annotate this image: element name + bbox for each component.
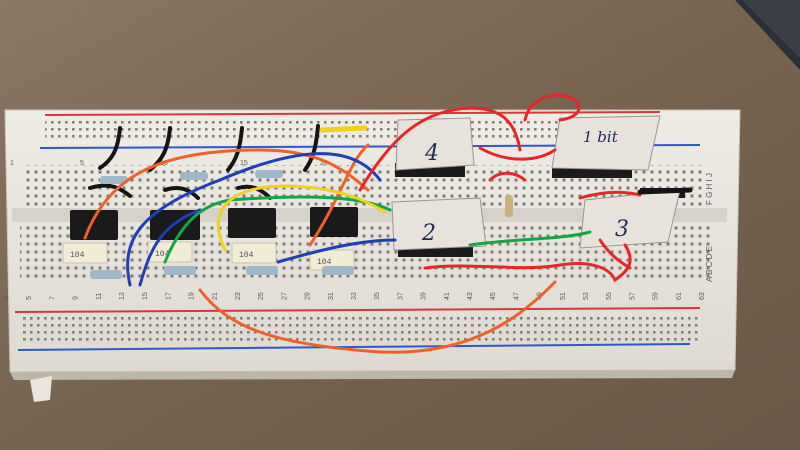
dip-chips <box>70 207 358 240</box>
bottom-rail-red <box>14 307 701 313</box>
row-letters-left: A B C D E <box>705 246 714 282</box>
column-number: 35 <box>374 292 381 300</box>
column-number: 37 <box>397 292 404 300</box>
column-number: 15 <box>142 292 149 300</box>
dip-chip-4 <box>310 207 358 237</box>
row-letters-right: F G H I J <box>705 173 714 205</box>
column-number: 3 <box>3 296 10 300</box>
labeled-module-1bit: 1 bit <box>551 115 661 178</box>
column-number: 21 <box>212 292 219 300</box>
bottom-rail-blue <box>17 343 691 351</box>
top-rail-red <box>44 111 661 116</box>
column-number: 57 <box>629 292 636 300</box>
yellow-jumper-top <box>319 125 368 133</box>
svg-text:5: 5 <box>80 160 84 167</box>
dip-chip-3 <box>228 208 276 238</box>
column-number: 19 <box>189 292 196 300</box>
capacitors: 104 104 104 104 <box>62 241 355 271</box>
column-number: 17 <box>165 292 172 300</box>
column-number: 39 <box>421 292 428 300</box>
svg-text:104: 104 <box>317 258 332 267</box>
module-label-3: 3 <box>615 217 629 242</box>
svg-text:104: 104 <box>155 250 170 259</box>
module-label-4: 4 <box>424 141 439 166</box>
column-number: 55 <box>606 292 613 300</box>
column-number: 41 <box>444 292 451 300</box>
dip-chip-1 <box>70 210 118 240</box>
column-number: 7 <box>49 296 56 300</box>
column-number: 43 <box>467 292 474 300</box>
labeled-module-4: 4 <box>395 117 475 177</box>
column-number: 53 <box>583 292 590 300</box>
column-number: 51 <box>560 292 567 300</box>
column-number: 9 <box>73 296 80 300</box>
module-label-2: 2 <box>421 221 436 246</box>
svg-text:104: 104 <box>239 251 254 260</box>
column-number: 27 <box>281 292 288 300</box>
jumper-wires <box>83 93 642 354</box>
column-number: 5 <box>26 296 33 300</box>
svg-text:20: 20 <box>320 160 328 167</box>
svg-text:104: 104 <box>70 251 85 260</box>
column-number: 45 <box>490 292 497 300</box>
svg-text:1: 1 <box>10 160 14 167</box>
column-number: 25 <box>258 292 265 300</box>
svg-text:15: 15 <box>240 160 248 167</box>
column-number: 31 <box>328 292 335 300</box>
resistors-lower <box>90 266 354 279</box>
column-number: 11 <box>96 293 103 300</box>
column-number: 59 <box>653 292 660 300</box>
column-number: 33 <box>351 292 358 300</box>
resistors-upper <box>100 170 513 217</box>
column-number: 23 <box>235 292 242 300</box>
column-number: 13 <box>119 292 126 300</box>
black-wire-right <box>637 187 693 195</box>
paper-scrap <box>30 376 52 402</box>
labeled-module-2: 2 <box>391 197 487 257</box>
module-label-1bit: 1 bit <box>583 128 619 146</box>
column-number: 29 <box>305 292 312 300</box>
column-number: 47 <box>513 292 520 300</box>
column-number: 63 <box>699 292 706 300</box>
column-number: 61 <box>676 292 683 300</box>
